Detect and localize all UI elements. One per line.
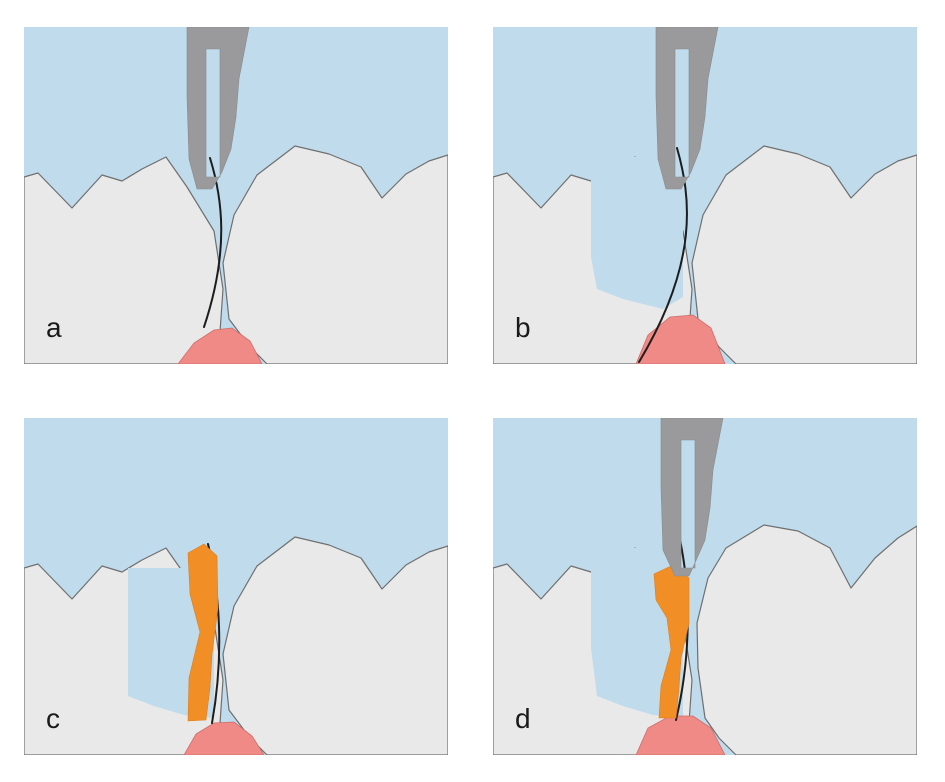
panel-b-illustration	[493, 27, 917, 364]
panel-label-a: a	[46, 314, 62, 342]
right-tooth	[223, 537, 448, 755]
panel-d-illustration	[493, 418, 917, 755]
panel-label-d: d	[515, 705, 531, 733]
panel-label-c: c	[46, 705, 60, 733]
panel-a: a	[24, 27, 448, 364]
right-tooth	[697, 525, 917, 755]
panel-c: c	[24, 418, 448, 755]
right-tooth	[692, 146, 917, 364]
panel-a-illustration	[24, 27, 448, 364]
right-tooth	[223, 146, 448, 364]
panel-b: b	[493, 27, 917, 364]
panel-d: d	[493, 418, 917, 755]
panel-label-b: b	[515, 314, 531, 342]
panel-c-illustration	[24, 418, 448, 755]
